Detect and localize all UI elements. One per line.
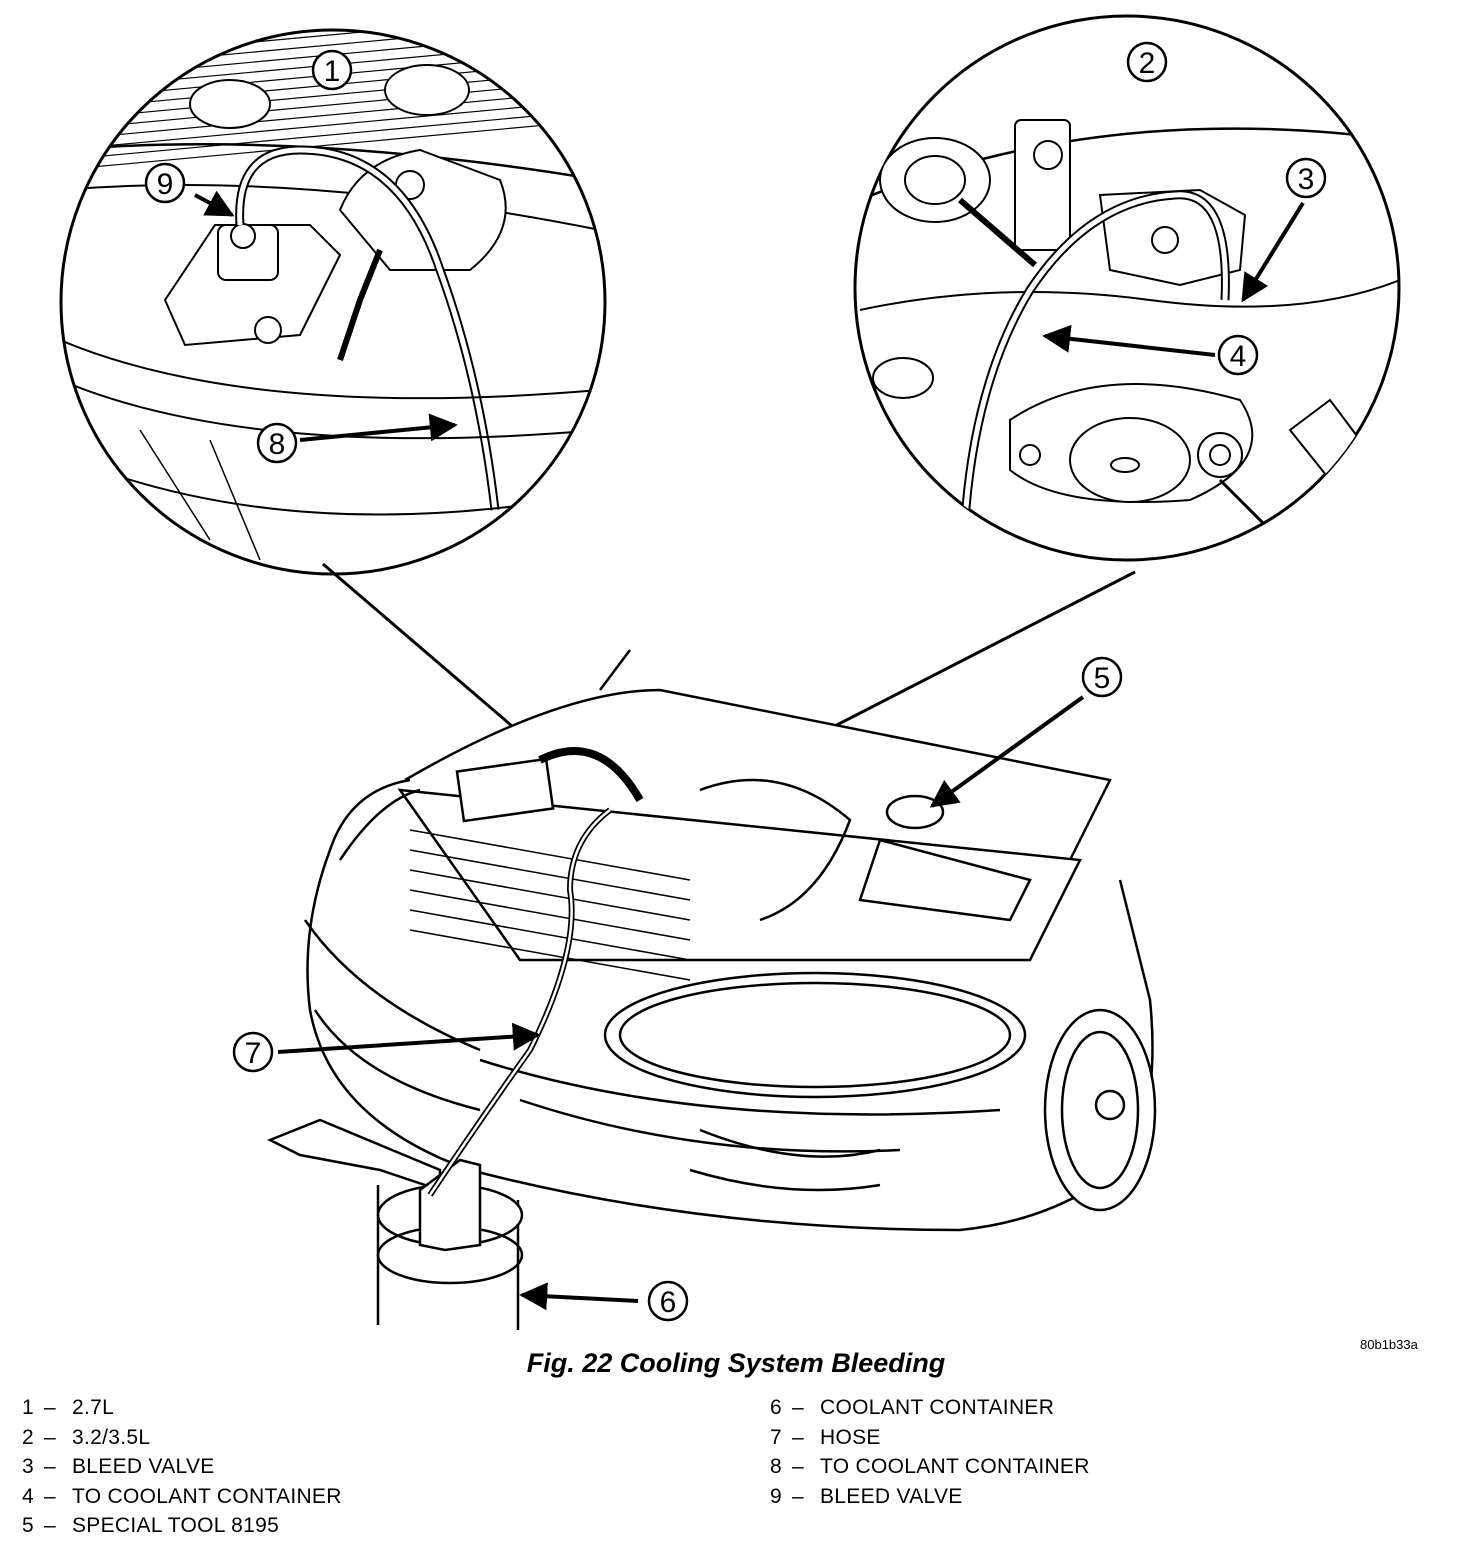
callout-1: 1 [311, 49, 353, 91]
callout-5: 5 [1081, 656, 1123, 698]
legend-number: 2 [22, 1425, 34, 1449]
legend-item: 8 – TO COOLANT CONTAINER [770, 1452, 1090, 1482]
legend-item: 2 – 3.2/3.5L [22, 1423, 342, 1453]
legend-dash: – [44, 1396, 56, 1419]
callout-3: 3 [1285, 157, 1327, 199]
detail-circle-2-7l [59, 28, 607, 576]
legend-text: BLEED VALVE [72, 1455, 215, 1478]
legend-number: 9 [770, 1484, 782, 1508]
legend-item: 9 – BLEED VALVE [770, 1482, 1090, 1512]
image-code: 80b1b33a [1360, 1337, 1418, 1352]
legend-item: 3 – BLEED VALVE [22, 1452, 342, 1482]
legend-number: 8 [770, 1455, 782, 1478]
detail-circle-3-2-3-5l [853, 14, 1401, 562]
callout-9: 9 [144, 162, 186, 204]
legend-dash: – [792, 1396, 804, 1419]
legend-number: 4 [22, 1484, 34, 1508]
legend-text: HOSE [820, 1425, 881, 1449]
svg-text:9: 9 [157, 168, 174, 201]
legend-dash: – [44, 1514, 56, 1537]
legend-number: 7 [770, 1425, 782, 1449]
svg-text:4: 4 [1230, 340, 1247, 373]
legend-right: 6 – COOLANT CONTAINER 7 – HOSE 8 – TO CO… [770, 1393, 1090, 1511]
legend-text: TO COOLANT CONTAINER [72, 1484, 342, 1508]
svg-text:5: 5 [1094, 662, 1111, 695]
legend-left: 1 – 2.7L 2 – 3.2/3.5L 3 – BLEED VALVE 4 … [22, 1393, 342, 1541]
arrow-6 [519, 1282, 639, 1311]
svg-text:2: 2 [1139, 47, 1156, 80]
svg-text:8: 8 [269, 428, 286, 461]
callout-8: 8 [256, 422, 298, 464]
figure-caption: Fig. 22 Cooling System Bleeding [526, 1348, 946, 1378]
legend-dash: – [44, 1425, 56, 1449]
callout-arrows [194, 190, 1305, 1311]
svg-text:3: 3 [1298, 163, 1315, 196]
legend-dash: – [792, 1455, 804, 1478]
legend-number: 1 [22, 1396, 34, 1419]
svg-text:6: 6 [660, 1286, 677, 1319]
legend-dash: – [44, 1455, 56, 1478]
legend-text: 3.2/3.5L [72, 1425, 151, 1449]
legend-item: 7 – HOSE [770, 1423, 1090, 1453]
legend-text: SPECIAL TOOL 8195 [72, 1514, 280, 1537]
arrow-9 [194, 190, 235, 217]
arrow-8 [299, 413, 458, 442]
legend-text: COOLANT CONTAINER [820, 1396, 1055, 1419]
callout-4: 4 [1217, 334, 1259, 376]
legend-number: 5 [22, 1514, 34, 1537]
svg-text:1: 1 [324, 55, 341, 88]
arrow-4 [1042, 324, 1216, 357]
arrow-5 [929, 695, 1085, 808]
svg-text:7: 7 [245, 1037, 262, 1070]
cooling-system-diagram: 1 2 3 4 5 6 7 8 9 [59, 14, 1401, 1330]
legend-dash: – [792, 1484, 804, 1508]
callout-6: 6 [647, 1280, 689, 1322]
callout-2: 2 [1126, 41, 1168, 83]
legend-number: 6 [770, 1396, 782, 1419]
legend-dash: – [792, 1425, 804, 1449]
arrow-7 [277, 1022, 541, 1054]
coolant-container [266, 1118, 524, 1330]
legend-text: BLEED VALVE [820, 1484, 963, 1508]
legend-item: 4 – TO COOLANT CONTAINER [22, 1482, 342, 1512]
callout-7: 7 [232, 1031, 274, 1073]
legend-text: TO COOLANT CONTAINER [820, 1455, 1090, 1478]
legend-item: 1 – 2.7L [22, 1393, 342, 1423]
legend-item: 5 – SPECIAL TOOL 8195 [22, 1511, 342, 1541]
legend-item: 6 – COOLANT CONTAINER [770, 1393, 1090, 1423]
arrow-3 [1241, 201, 1305, 303]
legend-dash: – [44, 1484, 56, 1508]
legend-number: 3 [22, 1455, 34, 1478]
legend-text: 2.7L [72, 1396, 115, 1419]
